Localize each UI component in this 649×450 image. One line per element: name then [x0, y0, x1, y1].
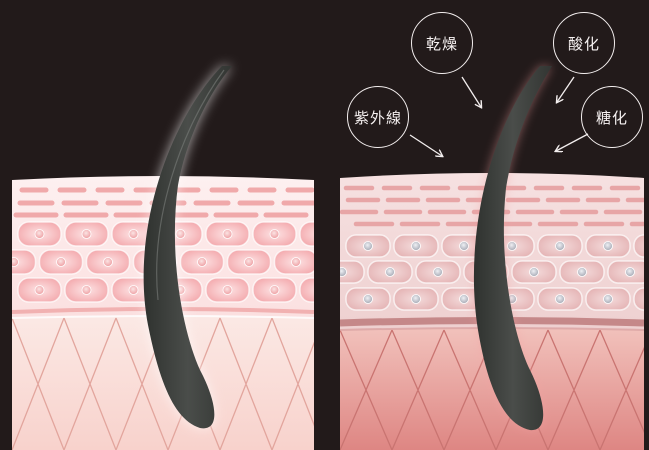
cell-nucleus [556, 242, 565, 251]
cell-nucleus [364, 242, 373, 251]
glycation-label: 糖化 [596, 107, 628, 128]
cell-nucleus [223, 230, 232, 239]
glycation-arrow [556, 134, 588, 151]
cell-nucleus [176, 230, 185, 239]
oxidation-bubble: 酸化 [553, 12, 615, 74]
cell-nucleus [364, 295, 373, 304]
cell-nucleus [35, 286, 44, 295]
cell-nucleus [35, 230, 44, 239]
cell-nucleus [317, 230, 326, 239]
glycation-bubble: 糖化 [581, 86, 643, 148]
cell-nucleus [129, 286, 138, 295]
dryness-bubble: 乾燥 [411, 12, 473, 74]
cell-nucleus [270, 286, 279, 295]
cell-nucleus [386, 268, 395, 277]
cell-nucleus [508, 242, 517, 251]
cell-nucleus [57, 258, 66, 267]
cell-nucleus [412, 242, 421, 251]
cell-nucleus [104, 258, 113, 267]
skin-cell [634, 288, 649, 310]
cell-nucleus [434, 268, 443, 277]
cell-nucleus [338, 268, 347, 277]
dryness-label: 乾燥 [426, 33, 458, 54]
cell-nucleus [198, 258, 207, 267]
cell-nucleus [10, 258, 19, 267]
cell-nucleus [604, 242, 613, 251]
cell-nucleus [556, 295, 565, 304]
cell-nucleus [412, 295, 421, 304]
skin-cell [634, 235, 649, 257]
dryness-arrow [462, 77, 481, 107]
cell-nucleus [82, 230, 91, 239]
cell-nucleus [530, 268, 539, 277]
ultraviolet-label: 紫外線 [354, 107, 402, 128]
cell-nucleus [292, 258, 301, 267]
cell-nucleus [129, 230, 138, 239]
ultraviolet-bubble: 紫外線 [347, 86, 409, 148]
cell-nucleus [270, 230, 279, 239]
cell-nucleus [317, 286, 326, 295]
cell-nucleus [604, 295, 613, 304]
healthy-cell-layer [0, 222, 390, 302]
oxidation-arrow [557, 77, 574, 102]
skin-cell [300, 222, 343, 246]
cell-nucleus [626, 268, 635, 277]
ultraviolet-arrow [410, 135, 442, 156]
cell-nucleus [82, 286, 91, 295]
cell-nucleus [460, 242, 469, 251]
cell-nucleus [223, 286, 232, 295]
cell-nucleus [460, 295, 469, 304]
oxidation-label: 酸化 [568, 33, 600, 54]
cell-nucleus [578, 268, 587, 277]
cell-nucleus [245, 258, 254, 267]
skin-cell [300, 278, 343, 302]
